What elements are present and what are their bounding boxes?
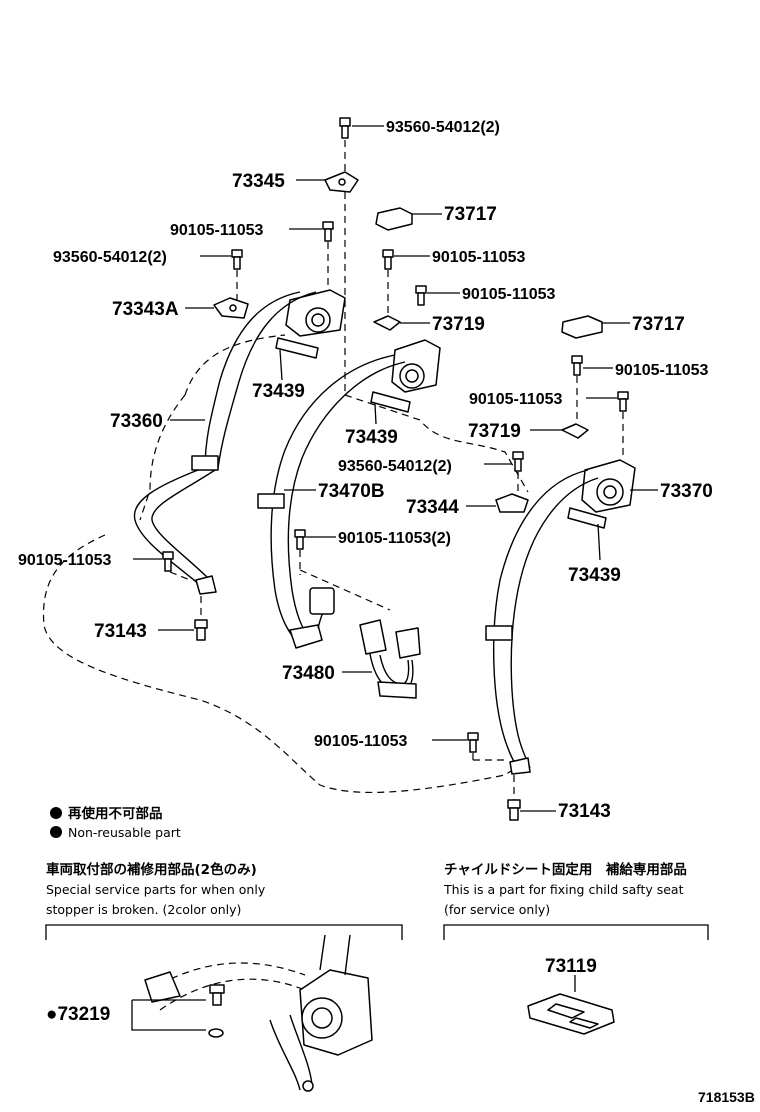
bolt-93560-mid[interactable] — [512, 451, 524, 500]
callout-73219: ●73219 — [46, 1004, 110, 1025]
callout-73719-b: 73719 — [468, 421, 521, 442]
callout-73143-a: 73143 — [94, 621, 147, 642]
buckle-73480[interactable] — [359, 619, 421, 699]
label-73439-c[interactable] — [567, 507, 607, 529]
anchor-73345[interactable] — [324, 171, 359, 193]
callout-73480: 73480 — [282, 663, 335, 684]
bolt-93560-left[interactable] — [231, 249, 243, 300]
callout-90105-e: 90105-11053 — [469, 391, 563, 408]
callout-93560-top: 93560-54012(2) — [386, 119, 500, 136]
service-left-en2: stopper is broken. (2color only) — [46, 902, 241, 917]
callout-90105-b: 90105-11053 — [432, 249, 526, 266]
legend: 再使用不可部品 Non-reusable part — [50, 805, 181, 840]
retractor-73360[interactable] — [133, 289, 346, 595]
callout-73345: 73345 — [232, 171, 285, 192]
callout-73344: 73344 — [406, 497, 459, 518]
service-right-en1: This is a part for fixing child safty se… — [443, 882, 684, 897]
callout-93560-mid: 93560-54012(2) — [338, 458, 452, 475]
service-right-jp: チャイルドシート固定用 補給専用部品 — [444, 861, 687, 878]
bolt-90105-g[interactable] — [467, 732, 505, 761]
callout-73439-b: 73439 — [345, 427, 398, 448]
callout-73119: 73119 — [545, 956, 597, 977]
service-parts-left: 車両取付部の補修用部品(2色のみ) Special service parts … — [45, 861, 403, 1092]
clip-73719-b[interactable] — [561, 423, 589, 439]
bolt-90105-f[interactable] — [162, 551, 191, 581]
callout-73439-c: 73439 — [568, 565, 621, 586]
callout-73717-b: 73717 — [632, 314, 685, 335]
service-left-jp: 車両取付部の補修用部品(2色のみ) — [46, 861, 257, 878]
bolt-90105-b[interactable] — [382, 249, 394, 315]
callout-73370: 73370 — [660, 481, 713, 502]
callout-73470B: 73470B — [318, 481, 385, 502]
clip-73719-a[interactable] — [373, 315, 401, 331]
service-right-en2: (for service only) — [444, 902, 550, 917]
service-left-en1: Special service parts for when only — [46, 882, 266, 897]
stud-73143-a[interactable] — [194, 596, 208, 641]
callout-90105-d: 90105-11053 — [615, 362, 709, 379]
child-seat-bracket-73119[interactable] — [527, 993, 615, 1035]
bolt-93560-top[interactable] — [339, 117, 351, 180]
cover-73717-b[interactable] — [561, 315, 603, 339]
callout-93560-left: 93560-54012(2) — [53, 249, 167, 266]
bolt-90105-a[interactable] — [322, 221, 334, 285]
legend-en: Non-reusable part — [68, 825, 181, 840]
diagram-id: 718153B — [698, 1089, 755, 1105]
service-parts-right: チャイルドシート固定用 補給専用部品 This is a part for fi… — [443, 861, 709, 1035]
callout-90105-c: 90105-11053 — [462, 286, 556, 303]
stopper-illustration — [144, 934, 373, 1092]
label-73439-b[interactable] — [370, 391, 411, 413]
callout-90105-a: 90105-11053 — [170, 222, 264, 239]
bolt-90105-c[interactable] — [415, 285, 427, 306]
callout-90105-g: 90105-11053 — [314, 733, 408, 750]
callout-73719-a: 73719 — [432, 314, 485, 335]
bolt-90105-d[interactable] — [571, 355, 583, 420]
bolt-90105-e[interactable] — [617, 391, 629, 460]
callout-73360: 73360 — [110, 411, 163, 432]
callout-73717-a: 73717 — [444, 204, 497, 225]
anchor-73344[interactable] — [495, 493, 529, 513]
callout-90105-pair: 90105-11053(2) — [338, 530, 451, 547]
seat-outline — [42, 334, 529, 794]
callout-73343A: 73343A — [112, 299, 179, 320]
label-73439-a[interactable] — [275, 337, 319, 359]
retractor-73370[interactable] — [485, 459, 636, 775]
legend-jp: 再使用不可部品 — [68, 805, 163, 822]
non-reusable-dot-icon — [50, 807, 62, 819]
stud-73143-b[interactable] — [507, 775, 521, 821]
callout-90105-f: 90105-11053 — [18, 552, 112, 569]
non-reusable-dot-icon — [50, 826, 62, 838]
retractor-73470B[interactable] — [257, 339, 441, 649]
anchor-73343A[interactable] — [213, 297, 249, 319]
callout-73439-a: 73439 — [252, 381, 305, 402]
cover-73717-a[interactable] — [375, 207, 413, 231]
callout-73143-b: 73143 — [558, 801, 611, 822]
bolt-90105-pair[interactable] — [294, 529, 306, 575]
